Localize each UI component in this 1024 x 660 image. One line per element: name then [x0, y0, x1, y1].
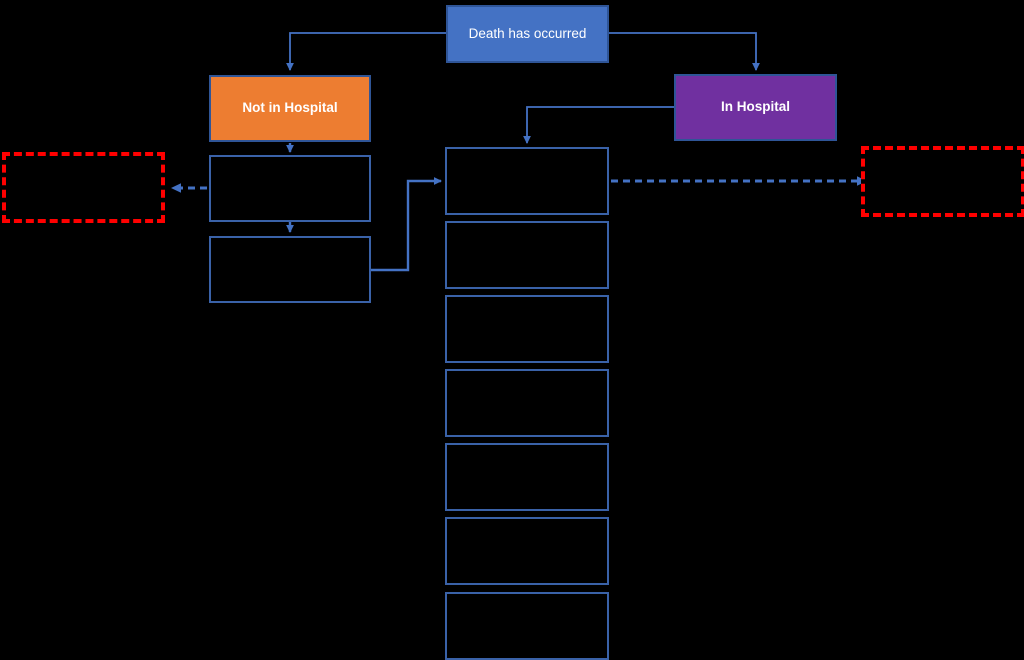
node-left-step-1[interactable] [209, 155, 371, 222]
node-death-has-occurred[interactable]: Death has occurred [446, 5, 609, 63]
connector-root-to-not-in-hospital [286, 32, 446, 71]
node-center-step-1[interactable] [445, 147, 609, 215]
node-center-step-4[interactable] [445, 369, 609, 437]
connector-root-to-in-hospital [609, 32, 760, 71]
node-death-has-occurred-label: Death has occurred [468, 25, 587, 41]
node-center-step-3[interactable] [445, 295, 609, 363]
node-center-step-2[interactable] [445, 221, 609, 289]
connector-in-hospital-to-center-step-1 [523, 106, 674, 144]
node-in-hospital[interactable]: In Hospital [674, 74, 837, 141]
node-not-in-hospital-label: Not in Hospital [242, 100, 338, 116]
node-center-step-5[interactable] [445, 443, 609, 511]
node-in-hospital-label: In Hospital [720, 99, 790, 115]
callout-left[interactable] [2, 152, 165, 223]
callout-right[interactable] [861, 146, 1024, 217]
node-left-step-2[interactable] [209, 236, 371, 303]
node-center-step-6[interactable] [445, 517, 609, 585]
node-not-in-hospital[interactable]: Not in Hospital [209, 75, 371, 142]
connector-left-step-2-to-center-step-1 [371, 177, 442, 272]
node-center-step-7[interactable] [445, 592, 609, 660]
